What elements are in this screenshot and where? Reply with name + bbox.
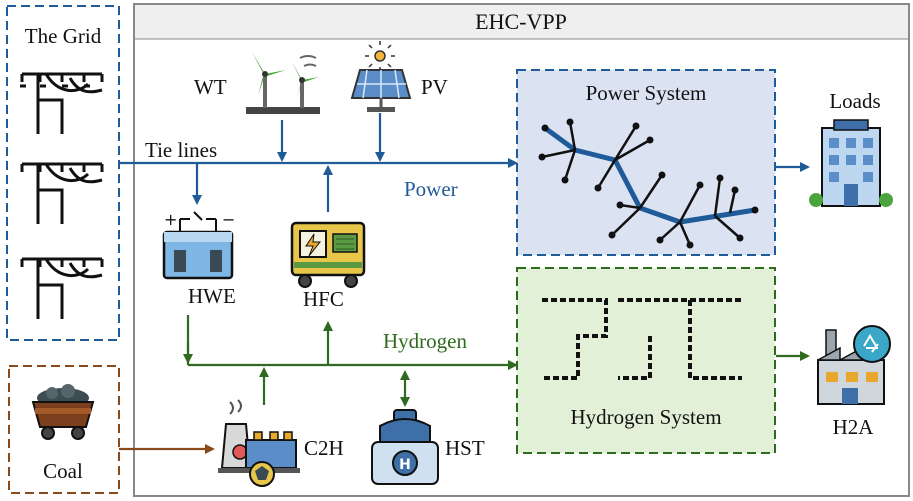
loads-label: Loads [829, 89, 880, 113]
coal-label: Coal [43, 459, 83, 483]
hwe-label: HWE [188, 284, 236, 308]
hydrogen-system-label: Hydrogen System [570, 405, 721, 429]
coal-block: Coal [8, 365, 120, 494]
transmission-tower-icon [20, 257, 104, 319]
transmission-tower-icon [20, 72, 104, 134]
power-network-icon [538, 118, 759, 249]
power-system-block: Power System [516, 69, 776, 256]
tie-lines-label: Tie lines [145, 138, 217, 162]
building-icon [809, 119, 893, 207]
grid-block: The Grid [6, 5, 120, 341]
diagram-title: EHC-VPP [475, 9, 567, 34]
electrolyzer-icon: + − [162, 210, 235, 280]
power-bus-label: Power [404, 177, 458, 201]
pv-label: PV [421, 75, 448, 99]
c2h-label: C2H [304, 436, 344, 460]
hfc-label: HFC [303, 287, 344, 311]
coal-to-hydrogen-plant-icon [218, 399, 300, 487]
hydrogen-storage-tank-icon: H [371, 409, 439, 485]
svg-text:+: + [164, 210, 177, 229]
coal-cart-icon [31, 384, 95, 440]
hydrogen-application-factory-icon [817, 325, 891, 405]
h2a-label: H2A [833, 415, 875, 439]
wind-turbine-icon [246, 52, 320, 114]
power-system-label: Power System [586, 81, 707, 105]
hst-label: HST [445, 436, 485, 460]
transmission-tower-icon [20, 162, 104, 224]
hydrogen-flow-lines [183, 315, 810, 407]
hydrogen-pipeline-icon [542, 298, 742, 380]
grid-label: The Grid [25, 24, 102, 48]
wt-label: WT [194, 75, 227, 99]
hydrogen-system-block: Hydrogen System [516, 267, 776, 454]
svg-text:−: − [222, 210, 235, 229]
fuel-cell-generator-icon [290, 221, 366, 288]
power-flow-lines [119, 113, 810, 212]
hydrogen-bus-label: Hydrogen [383, 329, 467, 353]
svg-text:H: H [399, 457, 411, 473]
solar-panel-icon [350, 41, 412, 112]
